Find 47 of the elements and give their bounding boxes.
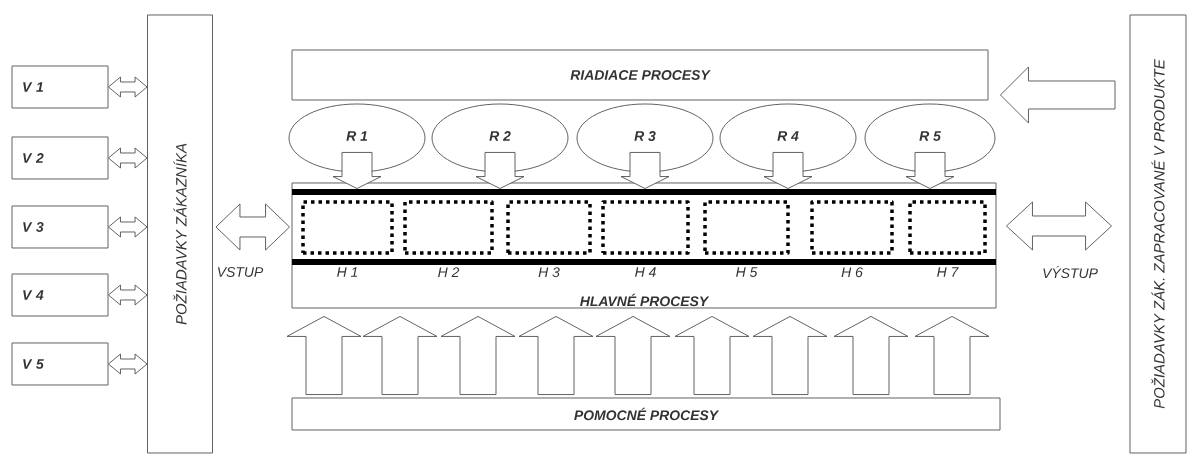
process-band: RIADIACE PROCESY <box>291 49 989 101</box>
node-label: H 2 <box>438 267 460 277</box>
dotted-box: H 7 <box>908 200 987 277</box>
block-arrow <box>108 76 148 98</box>
block-arrow <box>752 316 828 395</box>
block-arrow <box>286 316 362 395</box>
label-box: V 4 <box>11 273 109 317</box>
block-arrow <box>518 316 594 395</box>
block-arrow <box>620 152 670 189</box>
block-arrow <box>1006 201 1112 251</box>
edge-label: VÝSTUP <box>1041 264 1099 280</box>
dotted-box: H 4 <box>601 200 690 277</box>
block-arrow <box>440 316 516 395</box>
block-arrow <box>108 353 148 375</box>
dotted-box: H 3 <box>506 200 592 278</box>
block-arrow <box>108 284 148 306</box>
block-arrow <box>108 216 148 238</box>
block-arrow <box>674 316 750 395</box>
label-box: V 1 <box>11 65 109 109</box>
label-box: V 2 <box>11 136 109 180</box>
label-box: V 3 <box>11 205 109 249</box>
requirements-box: POŽIADAVKY ZÁK. ZAPRACOVANÉ V PRODUKTE <box>1129 14 1187 454</box>
block-arrow <box>108 147 148 169</box>
node-label: H 7 <box>937 267 959 277</box>
block-arrow <box>215 203 290 251</box>
dotted-box: H 2 <box>403 200 494 277</box>
block-arrow <box>905 152 955 189</box>
block-arrow <box>1000 66 1116 124</box>
block-arrow <box>362 316 438 395</box>
dotted-box: H 5 <box>703 200 790 277</box>
block-arrow <box>475 152 525 189</box>
node-label: H 4 <box>635 267 656 277</box>
node-label: H 3 <box>538 267 560 278</box>
edge-label: VSTUP <box>215 266 265 278</box>
node-label: H 6 <box>841 267 863 278</box>
label-box: V 5 <box>11 342 109 386</box>
node-label: H 5 <box>736 267 758 277</box>
node-label: H 1 <box>337 267 358 277</box>
dotted-box: H 1 <box>301 200 394 277</box>
block-arrow <box>914 316 990 395</box>
block-arrow <box>833 316 909 395</box>
block-arrow <box>595 316 671 395</box>
block-arrow <box>332 152 382 189</box>
requirements-box: POŽIADAVKY ZÁKAZNÍKA <box>147 14 213 454</box>
dotted-box: H 6 <box>810 200 894 278</box>
block-arrow <box>763 152 813 189</box>
process-band: POMOCNÉ PROCESY <box>291 397 1001 431</box>
